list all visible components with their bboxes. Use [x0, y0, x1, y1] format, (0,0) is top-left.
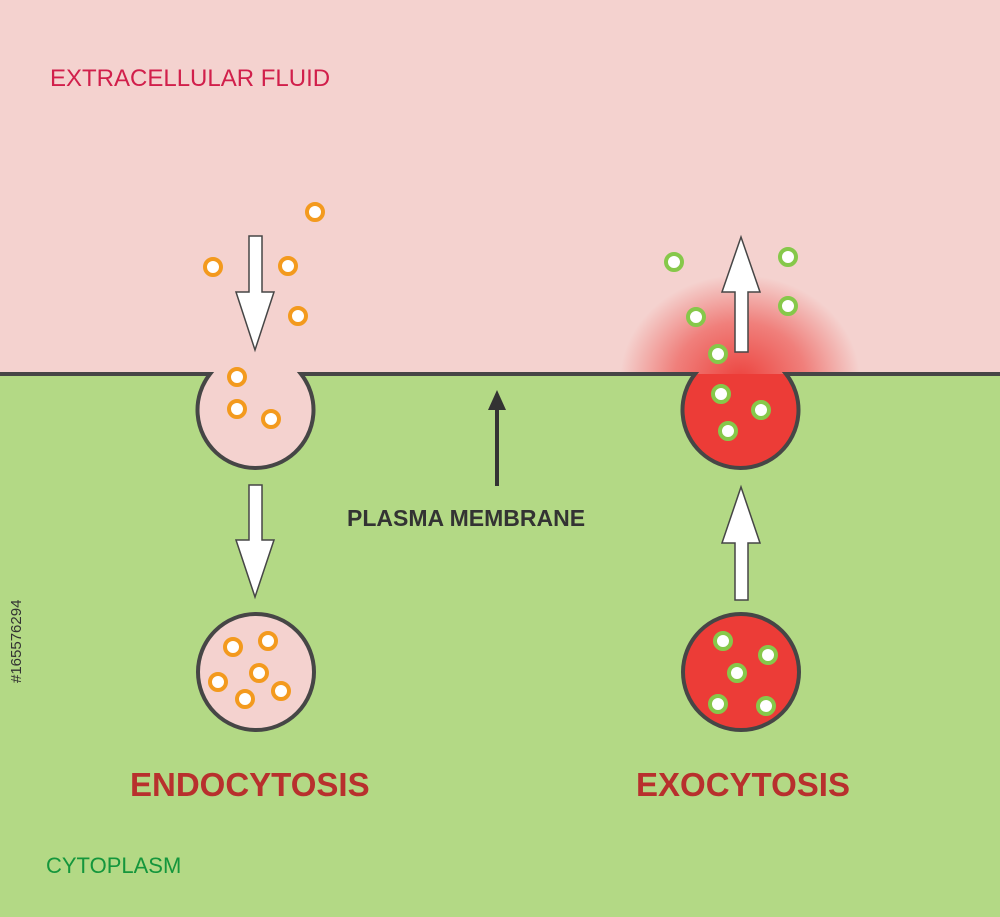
endocytosis-internalize-arrow	[234, 484, 276, 600]
particle	[708, 694, 728, 714]
particle	[664, 252, 684, 272]
particle	[778, 296, 798, 316]
exocytosis-fusing-vesicle	[682, 374, 799, 468]
endocytosis-entry-arrow	[234, 235, 276, 353]
exocytosis-particles	[664, 247, 798, 716]
particle	[751, 400, 771, 420]
particle	[756, 696, 776, 716]
endocytosis-pit	[197, 374, 314, 468]
particle	[727, 663, 747, 683]
membrane-pointer-arrow	[488, 390, 506, 486]
plasma-membrane	[0, 372, 1000, 470]
particle	[271, 681, 291, 701]
particle	[711, 384, 731, 404]
particle	[227, 367, 247, 387]
particle	[223, 637, 243, 657]
particle	[249, 663, 269, 683]
stock-id-watermark: #165576294	[8, 599, 25, 683]
particle	[305, 202, 325, 222]
particle	[261, 409, 281, 429]
particle	[227, 399, 247, 419]
particle	[708, 344, 728, 364]
endocytosis-label: ENDOCYTOSIS	[130, 766, 370, 803]
extracellular-region	[0, 0, 1000, 374]
particle	[203, 257, 223, 277]
plasma-membrane-label: PLASMA MEMBRANE	[347, 505, 585, 531]
particle	[713, 631, 733, 651]
particle	[778, 247, 798, 267]
exocytosis-label: EXOCYTOSIS	[636, 766, 850, 803]
particle	[278, 256, 298, 276]
particle	[718, 421, 738, 441]
cytoplasm-label: CYTOPLASM	[46, 853, 181, 878]
endocytosis-particles	[203, 202, 325, 709]
particle	[235, 689, 255, 709]
particle	[288, 306, 308, 326]
particle	[258, 631, 278, 651]
exocytosis-release-arrow	[720, 234, 762, 353]
exocytosis-transport-arrow	[720, 484, 762, 601]
particle	[208, 672, 228, 692]
particle	[758, 645, 778, 665]
particle	[686, 307, 706, 327]
cytoplasm-region	[0, 374, 1000, 917]
extracellular-fluid-label: EXTRACELLULAR FLUID	[50, 65, 330, 92]
